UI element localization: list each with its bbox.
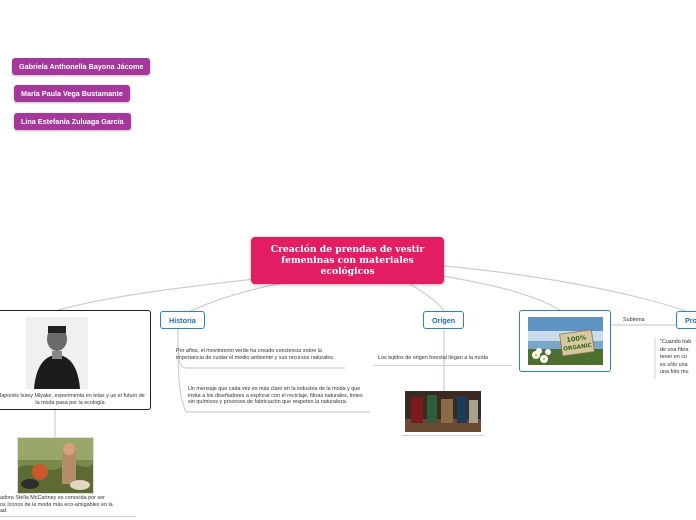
link-central-historia (189, 280, 297, 312)
mccartney-divider (0, 516, 136, 517)
pro-quote-line-2: de una fibra (660, 346, 689, 353)
origen-note: Los tejidos de origen forestal llegan a … (378, 355, 488, 361)
historia-note-1: Por años, el movimiento verde ha creado … (176, 348, 335, 361)
historia-note-2: Un mensaje que cada vez es más claro en … (188, 386, 363, 406)
organic-tag-word: ORGANIC (563, 343, 592, 353)
forest-fashion-store-image (405, 391, 481, 432)
mccartney-caption-line-3: ad. (0, 508, 8, 514)
origen-note-underline (374, 365, 512, 366)
pro-quote-line-1: "Cuando hab (660, 339, 692, 345)
mccartney-photo-image (17, 437, 94, 494)
mccartney-caption-line-2: os íconos de la moda más eco-amigables e… (0, 501, 113, 508)
link-central-origen (409, 283, 445, 312)
pro-quote-line-5: una foto mu (660, 369, 689, 375)
organic-image-card[interactable]: 100% ORGANIC (519, 310, 611, 372)
author-tag-1[interactable]: Gabriela Anthonella Bayona Jácome (12, 58, 151, 75)
link-historia-notes (177, 328, 370, 413)
pro-quote-block: "Cuando hab de una fibra tener en cu es … (654, 335, 696, 381)
link-central-organic (429, 273, 561, 311)
central-topic-label: Creación de prendas de vestir femeninas … (270, 244, 425, 277)
topic-pro[interactable]: Pro (676, 311, 696, 329)
subtema-label[interactable]: Subtema (623, 317, 645, 323)
organic-tag-percent: 100% (566, 333, 587, 344)
miyake-card[interactable]: r Japonés Issey Miyake, experimenta en t… (0, 310, 151, 410)
miyake-portrait-image (26, 317, 88, 389)
author-tag-2[interactable]: María Paula Vega Bustamante (14, 85, 130, 102)
pro-quote-line-4: es sólo una (660, 361, 688, 368)
pro-quote-line-3: tener en cu (660, 354, 687, 360)
mccartney-caption-line-1: adora Stella McCartney es conocida por s… (0, 495, 105, 501)
link-historia-note1 (177, 344, 345, 369)
link-central-pro (443, 265, 687, 312)
topic-historia[interactable]: Historia (160, 311, 205, 329)
topic-origen[interactable]: Origen (423, 311, 465, 329)
miyake-caption: r Japonés Issey Miyake, experimenta en t… (0, 393, 145, 406)
organic-label-image: 100% ORGANIC (528, 317, 603, 365)
central-topic[interactable]: Creación de prendas de vestir femeninas … (251, 237, 444, 284)
author-tag-3[interactable]: Lina Estefanía Zuluaga Garcia (14, 113, 131, 130)
link-central-miyake (54, 275, 283, 312)
forest-image-underline (402, 435, 484, 436)
